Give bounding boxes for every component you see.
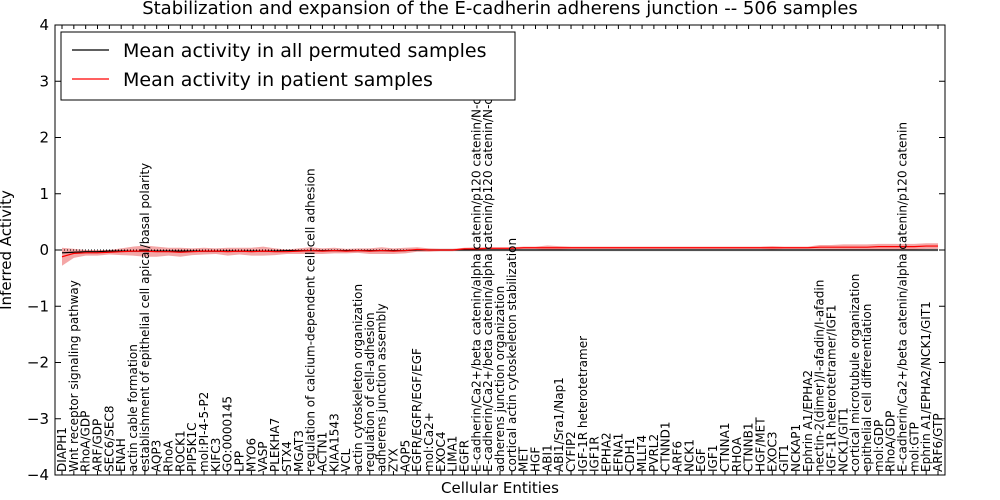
entity-label: GIT1 — [777, 444, 791, 472]
y-tick-label: 0 — [39, 241, 49, 259]
entity-label: ZYX — [386, 448, 400, 472]
entity-label: RhoA — [162, 440, 176, 472]
entity-label: E-cadherin/Ca2+/beta catenin/alpha caten… — [481, 52, 495, 472]
entity-label: MET — [517, 446, 531, 472]
entity-label: IGF-1R heterotetramer — [576, 336, 590, 472]
entity-label: RhoA/GDP — [79, 411, 93, 472]
entity-label: CDH1 — [623, 438, 637, 472]
entity-label: KIAA1543 — [327, 413, 341, 472]
entity-label: ENAH — [114, 438, 128, 472]
entity-label: ARF/GDP — [91, 419, 105, 472]
entity-label: RHOA — [730, 436, 744, 472]
entity-label: actin cable formation — [126, 344, 140, 472]
entity-label: AQP5 — [398, 440, 412, 472]
legend: Mean activity in all permuted samples Me… — [60, 31, 516, 101]
entity-label: EXOC3 — [765, 432, 779, 473]
entity-label: Ephrin A1/EPHA2/NCK1/GIT1 — [919, 301, 933, 472]
legend-box — [60, 31, 516, 101]
entity-label: CYFIP2 — [564, 431, 578, 472]
entity-label: ABI1 — [540, 444, 554, 472]
entity-label: adherens junction assembly — [375, 303, 389, 472]
entity-label: CTNNB1 — [742, 422, 756, 472]
entity-label: E-cadherin/Ca2+/beta catenin/alpha caten… — [895, 122, 909, 472]
entity-label: ARF6/GTP — [931, 413, 945, 472]
entity-label: VCL — [339, 448, 353, 472]
entity-label: establishment of epithelial cell apical/… — [138, 163, 152, 472]
entity-label: ACTN1 — [315, 432, 329, 472]
entity-label: HGF/MET — [753, 417, 767, 472]
entity-label: RhoA/GDP — [884, 411, 898, 472]
entity-label: LPP — [233, 451, 247, 472]
entity-label: LIMA1 — [446, 436, 460, 472]
entity-label: NCK1 — [682, 439, 696, 472]
entity-label: ROCK1 — [173, 430, 187, 472]
y-tick-label: −1 — [27, 297, 49, 315]
entity-label: E-cadherin/Ca2+/beta catenin/alpha caten… — [469, 52, 483, 472]
entity-label: CTNNA1 — [718, 422, 732, 472]
entity-label: nectin-2(dimer)/I-afadin/I-afadin — [813, 280, 827, 472]
entity-label: cortical microtubule organization — [848, 274, 862, 472]
entity-label: HGF — [529, 447, 543, 472]
line-layer — [55, 245, 945, 258]
entity-label: PVRL2 — [647, 434, 661, 472]
y-ticks: −4 −3 −2 −1 0 1 2 3 4 — [27, 16, 945, 484]
entity-label: IGF1R — [588, 436, 602, 472]
entity-label: EGF — [694, 448, 708, 472]
x-axis-label: Cellular Entities — [441, 479, 559, 497]
y-tick-label: −4 — [27, 466, 49, 484]
patient-band — [62, 243, 938, 266]
entity-label: STX4 — [280, 441, 294, 472]
entity-label: IGF-1R heterotetramer/IGF1 — [824, 305, 838, 472]
entity-label: mol:GDP — [872, 420, 886, 472]
entity-label: ARF6 — [671, 441, 685, 472]
entity-label: SEC6/SEC8 — [102, 406, 116, 472]
entity-label: MYO6 — [244, 438, 258, 472]
x-ticks — [61, 25, 939, 475]
entity-label: KIFC3 — [209, 438, 223, 472]
entity-label: NCK1/GIT1 — [836, 407, 850, 472]
entity-label: Ephrin A1/EPHA2 — [801, 370, 815, 472]
y-axis-label: Inferred Activity — [0, 190, 15, 310]
legend-label-patient: Mean activity in patient samples — [123, 69, 433, 91]
entity-label: NCKAP1 — [789, 424, 803, 472]
entity-label: cortical actin cytoskeleton stabilizatio… — [505, 238, 519, 472]
entity-label: AQP3 — [150, 440, 164, 472]
entity-label: PIP5K1C — [185, 422, 199, 472]
legend-label-permuted: Mean activity in all permuted samples — [123, 40, 486, 62]
band-layer — [62, 243, 938, 266]
chart-title: Stabilization and expansion of the E-cad… — [142, 0, 858, 19]
entity-label: MLLT4 — [635, 435, 649, 472]
entity-label: EPHA2 — [600, 432, 614, 472]
entity-label: GO:0000145 — [221, 396, 235, 472]
y-tick-label: 3 — [39, 72, 49, 90]
y-tick-label: −3 — [27, 410, 49, 428]
entity-label: actin cytoskeleton organization — [351, 284, 365, 472]
entity-label: VASP — [256, 441, 270, 472]
y-tick-label: 4 — [39, 16, 49, 34]
entity-label: EGFR/EGFR/EGF/EGF — [410, 348, 424, 472]
entity-label: MGAT3 — [292, 430, 306, 472]
y-tick-label: 1 — [39, 185, 49, 203]
entity-label: mol:Ca2+ — [422, 412, 436, 472]
entity-label: PLEKHA7 — [268, 418, 282, 472]
entity-label: epithelial cell differentiation — [860, 304, 874, 472]
patient-series-line — [61, 245, 938, 258]
y-tick-label: −2 — [27, 354, 49, 372]
entity-label: IGF1 — [706, 445, 720, 472]
entity-label: mol:PI-4-5-P2 — [197, 392, 211, 472]
entity-label: EGFR — [457, 440, 471, 472]
entity-label: EXOC4 — [434, 432, 448, 473]
entity-label: regulation of cell-adhesion — [363, 312, 377, 472]
entity-label: EFNA1 — [611, 433, 625, 472]
entity-label: regulation of calcium-dependent cell-cel… — [304, 168, 318, 472]
entity-label: adherens junction organization — [493, 286, 507, 472]
y-tick-label: 2 — [39, 129, 49, 147]
entity-label: Wnt receptor signaling pathway — [67, 280, 81, 472]
entity-label: mol:GTP — [907, 422, 921, 472]
entity-label: DIAPH1 — [55, 427, 69, 472]
entity-label: CTNND1 — [659, 421, 673, 472]
entity-label: ABI1/Sra1/Nap1 — [552, 377, 566, 472]
